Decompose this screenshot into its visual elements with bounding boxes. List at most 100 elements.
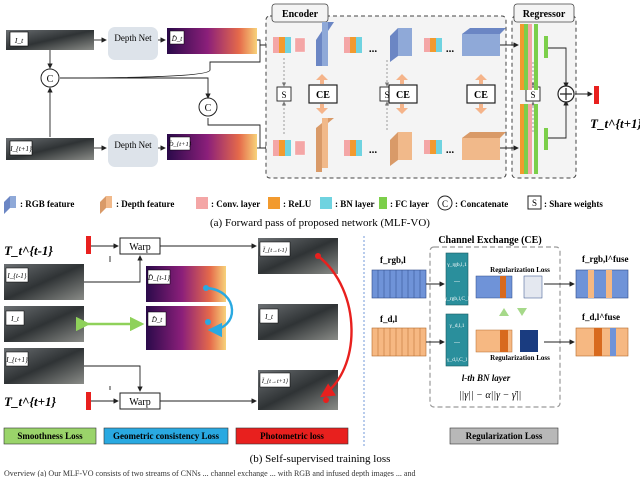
- pose-next-bar: [86, 392, 91, 410]
- legend-fc-label: : FC layer: [390, 199, 429, 209]
- loss-regularization-box: [449, 427, 559, 445]
- concat-circle-2: [198, 97, 218, 117]
- legend-rgb-label: : RGB feature: [20, 199, 74, 209]
- geometric-arrow: [205, 286, 234, 338]
- f-rgb-stack: [371, 269, 427, 299]
- gamma-d-c: γ_d,l,C_l: [446, 357, 468, 363]
- bottom-connectors: [84, 243, 257, 404]
- gamma-rgb-box: [445, 252, 469, 306]
- legend-fc-swatch: [379, 197, 387, 209]
- legend-conv-label: : Conv. layer: [211, 199, 260, 209]
- warped-next-label: Ĩ_{t→t+1}: [261, 377, 289, 385]
- f-rgb-label: f_rgb,l: [380, 255, 406, 265]
- ellipsis-rgb-1: ...: [369, 43, 378, 55]
- footer-text: Overview (a) Our MLF-VO consists of two …: [4, 469, 415, 477]
- regressor-title-box: [513, 3, 575, 23]
- ce-blocks: [308, 74, 496, 114]
- legend: C S: [4, 195, 542, 214]
- depth-net-bottom-label: Depth Net: [114, 140, 152, 150]
- fused-outputs: [575, 269, 629, 357]
- depth-t-label: D̂_t: [171, 35, 184, 43]
- frame-prev-label: I_{t-1}: [6, 272, 26, 280]
- legend-labels: : RGB feature : Depth feature : Conv. la…: [20, 199, 603, 209]
- warped-cur-label: I_t: [264, 313, 274, 321]
- frame-t-label-box: [9, 31, 29, 47]
- depth-feature-block-3: [462, 138, 500, 160]
- rgb-feature-block-1: [316, 22, 334, 66]
- pose-prev-bar: [86, 236, 91, 254]
- ellipsis-depth-2: ...: [446, 144, 455, 156]
- svg-text:C: C: [442, 199, 448, 209]
- rgb-feature-block-3: [462, 34, 500, 56]
- encoder-title-box: [271, 3, 329, 23]
- share-2-label: S: [384, 90, 389, 100]
- warp-top-label: Warp: [129, 242, 150, 253]
- gamma-d-dots: ...: [454, 336, 460, 345]
- gamma-rgb-dots: ...: [454, 275, 460, 284]
- bottom-frames: [4, 264, 84, 384]
- depth-net-bottom: [108, 134, 158, 167]
- loss-geometric-label: Geometric consistency Loss: [113, 431, 219, 441]
- depth-t1-box: [169, 136, 191, 151]
- legend-concat-swatch: [437, 195, 453, 211]
- output-pose-label: T_t^{t+1}: [590, 116, 640, 131]
- depth-prev-label: D̂_{t-1}: [147, 274, 170, 282]
- warp-bottom-label: Warp: [129, 397, 150, 408]
- reg-loss-top: Regularization Loss: [490, 266, 550, 274]
- f-d-label: f_d,l: [380, 314, 398, 324]
- concat-1-label: C: [47, 74, 54, 85]
- legend-depth-label: : Depth feature: [116, 199, 174, 209]
- gamma-d-1: γ_d,l,1: [449, 323, 465, 329]
- output-pose-bar: [594, 86, 599, 104]
- svg-text:S: S: [532, 198, 537, 208]
- fuse-rgb-label: f_rgb,l^fuse: [582, 254, 628, 264]
- loss-boxes: [3, 427, 559, 445]
- legend-bn-swatch: [320, 197, 332, 209]
- caption-a: (a) Forward pass of proposed network (ML…: [210, 217, 430, 229]
- concat-2-label: C: [205, 103, 212, 114]
- depth-net-top: [108, 27, 158, 60]
- reg-loss-bottom: Regularization Loss: [490, 354, 550, 362]
- f-d-stack: [371, 327, 427, 357]
- ce-inner-stacks: [475, 275, 543, 353]
- ellipsis-depth-1: ...: [369, 144, 378, 156]
- frame-t-label: I_t: [14, 36, 24, 45]
- gamma-rgb-c: γ_rgb,l,C_l: [444, 296, 470, 302]
- pose-prev-label: T_t^{t-1}: [4, 243, 53, 258]
- legend-relu-label: : ReLU: [283, 199, 312, 209]
- sum-plus: [560, 88, 572, 100]
- regressor-title: Regressor: [523, 9, 566, 20]
- legend-concat-label: : Concatenate: [455, 199, 508, 209]
- fuse-d-label: f_d,l^fuse: [582, 312, 620, 322]
- frame-next-label: I_{t+1}: [5, 356, 28, 364]
- depth-net-top-label: Depth Net: [114, 33, 152, 43]
- depth-feature-block-1: [316, 118, 334, 172]
- reg-formula: ||γ|| − α||γ − γ̄||: [459, 390, 522, 401]
- legend-bn-label: : BN layer: [335, 199, 375, 209]
- ce-2-label: CE: [396, 90, 410, 101]
- pose-next-label: T_t^{t+1}: [4, 394, 57, 409]
- loss-regularization-label: Regularization Loss: [466, 431, 543, 441]
- ce-3-label: CE: [474, 90, 488, 101]
- ce-1-label: CE: [316, 90, 330, 101]
- frame-cur-label: I_t: [10, 315, 20, 323]
- depth-stream: [273, 118, 506, 172]
- encoder-title: Encoder: [282, 9, 319, 20]
- top-connectors: [47, 37, 271, 151]
- depth-t-box: [169, 30, 185, 45]
- ellipsis-rgb-2: ...: [446, 43, 455, 55]
- gamma-d-box: [445, 313, 469, 367]
- depth-t1-label: D̂_{t+1}: [168, 141, 192, 148]
- depth-cur-label: D̂_t: [151, 316, 164, 324]
- legend-share-label: : Share weights: [544, 199, 603, 209]
- loss-smoothness-box: [3, 427, 97, 445]
- gamma-rgb-1: γ_rgb,l,1: [446, 262, 467, 268]
- ce-title: Channel Exchange (CE): [438, 235, 541, 246]
- loss-smoothness-label: Smoothness Loss: [17, 431, 83, 441]
- photometric-arrow: [317, 255, 353, 398]
- loss-photometric-label: Photometric loss: [260, 431, 324, 441]
- caption-b: (b) Self-supervised training loss: [250, 453, 391, 465]
- frame-t1-label-box: [9, 140, 33, 156]
- legend-conv-swatch: [196, 197, 208, 209]
